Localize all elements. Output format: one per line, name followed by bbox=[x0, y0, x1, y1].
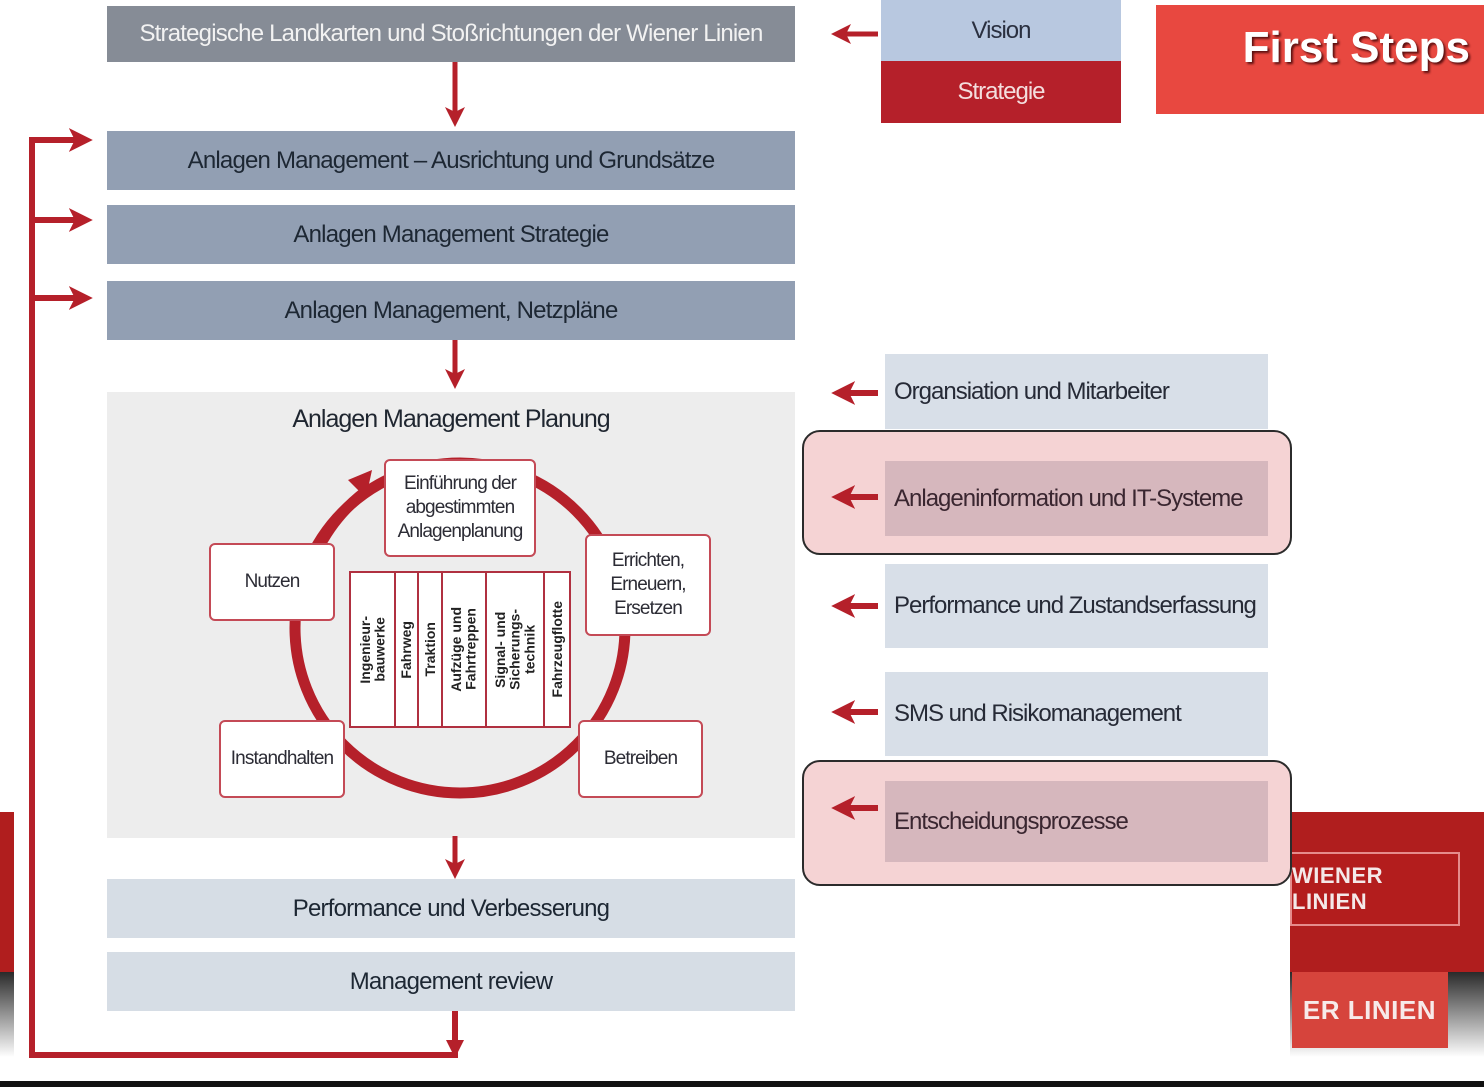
side-item-organisation: Organsiation und Mitarbeiter bbox=[885, 354, 1268, 429]
bar-label: Anlagen Management Strategie bbox=[293, 220, 609, 248]
asset-column-label: Signal- und Sicherungs- technik bbox=[491, 609, 538, 690]
bar-label: Anlagen Management – Ausrichtung und Gru… bbox=[187, 146, 716, 174]
wiener-linien-logo-secondary: ER LINIEN bbox=[1292, 972, 1448, 1048]
performance-improvement-bar: Performance und Verbesserung bbox=[107, 879, 795, 938]
wiener-linien-logo: WIENER LINIEN bbox=[1290, 852, 1460, 926]
cycle-step-label: Betreiben bbox=[603, 748, 678, 770]
asset-column-label: Ingenieur- bauwerke bbox=[356, 615, 388, 684]
side-item-asset-information: Anlageninformation und IT-Systeme bbox=[885, 461, 1268, 536]
cycle-arrowhead-icon bbox=[348, 470, 372, 498]
cycle-arrow-icon bbox=[315, 487, 369, 548]
cycle-step-label: Instandhalten bbox=[230, 748, 334, 770]
management-bar-network-plans: Anlagen Management, Netzpläne bbox=[107, 281, 795, 340]
side-item-performance: Performance und Zustandserfassung bbox=[885, 564, 1268, 648]
asset-column-label: Fahrzeugflotte bbox=[548, 601, 565, 698]
side-item-label: Entscheidungsprozesse bbox=[894, 807, 1129, 835]
management-bar-strategy: Anlagen Management Strategie bbox=[107, 205, 795, 264]
feedback-arrowhead-icon bbox=[446, 1040, 464, 1058]
cycle-step-operate: Betreiben bbox=[578, 720, 703, 798]
cycle-step-use: Nutzen bbox=[209, 543, 335, 621]
vision-text: Vision bbox=[971, 16, 1032, 44]
bar-label: Management review bbox=[349, 967, 553, 995]
first-steps-banner: First Steps bbox=[1156, 5, 1484, 114]
strategy-map-bar: Strategische Landkarten und Stoßrichtung… bbox=[107, 6, 795, 62]
vision-label: Vision bbox=[881, 0, 1121, 61]
strategy-map-label: Strategische Landkarten und Stoßrichtung… bbox=[139, 20, 763, 47]
cycle-step-label: Einführung der abgestimmten Anlagenplanu… bbox=[397, 473, 524, 542]
asset-column: Aufzüge und Fahrtreppen bbox=[443, 573, 487, 726]
bar-label: Anlagen Management, Netzpläne bbox=[284, 296, 618, 324]
side-item-label: Organsiation und Mitarbeiter bbox=[894, 377, 1170, 405]
side-item-label: Performance und Zustandserfassung bbox=[894, 592, 1257, 619]
first-steps-title: First Steps bbox=[1242, 23, 1470, 72]
asset-columns-table: Ingenieur- bauwerke Fahrweg Traktion Auf… bbox=[349, 571, 571, 728]
strategy-label: Strategie bbox=[881, 61, 1121, 123]
side-item-label: Anlageninformation und IT-Systeme bbox=[894, 484, 1244, 512]
strategy-text: Strategie bbox=[957, 78, 1045, 105]
management-bar-alignment: Anlagen Management – Ausrichtung und Gru… bbox=[107, 131, 795, 190]
cycle-step-label: Nutzen bbox=[244, 571, 301, 593]
side-item-decision-processes: Entscheidungsprozesse bbox=[885, 781, 1268, 862]
cycle-step-label: Errichten, Erneuern, Ersetzen bbox=[610, 550, 686, 619]
cycle-step-build: Errichten, Erneuern, Ersetzen bbox=[585, 534, 711, 636]
cycle-step-introduction: Einführung der abgestimmten Anlagenplanu… bbox=[384, 459, 536, 557]
side-item-risk-management: SMS und Risikomanagement bbox=[885, 672, 1268, 756]
asset-column: Signal- und Sicherungs- technik bbox=[487, 573, 546, 726]
side-item-label: SMS und Risikomanagement bbox=[894, 700, 1182, 727]
planning-title: Anlagen Management Planung bbox=[292, 405, 610, 433]
asset-column: Traktion bbox=[419, 573, 444, 726]
asset-column-label: Fahrweg bbox=[398, 620, 415, 679]
bar-label: Performance und Verbesserung bbox=[292, 894, 610, 922]
bottom-border bbox=[0, 1081, 1484, 1087]
logo-text: ER LINIEN bbox=[1302, 994, 1436, 1025]
asset-column: Fahrzeugflotte bbox=[545, 573, 569, 726]
logo-text: WIENER LINIEN bbox=[1292, 863, 1383, 914]
asset-column-label: Aufzüge und Fahrtreppen bbox=[448, 607, 479, 692]
cycle-step-maintain: Instandhalten bbox=[219, 720, 345, 798]
asset-column: Ingenieur- bauwerke bbox=[351, 573, 396, 726]
asset-column: Fahrweg bbox=[396, 573, 420, 726]
asset-column-label: Traktion bbox=[421, 622, 438, 677]
management-review-bar: Management review bbox=[107, 952, 795, 1011]
